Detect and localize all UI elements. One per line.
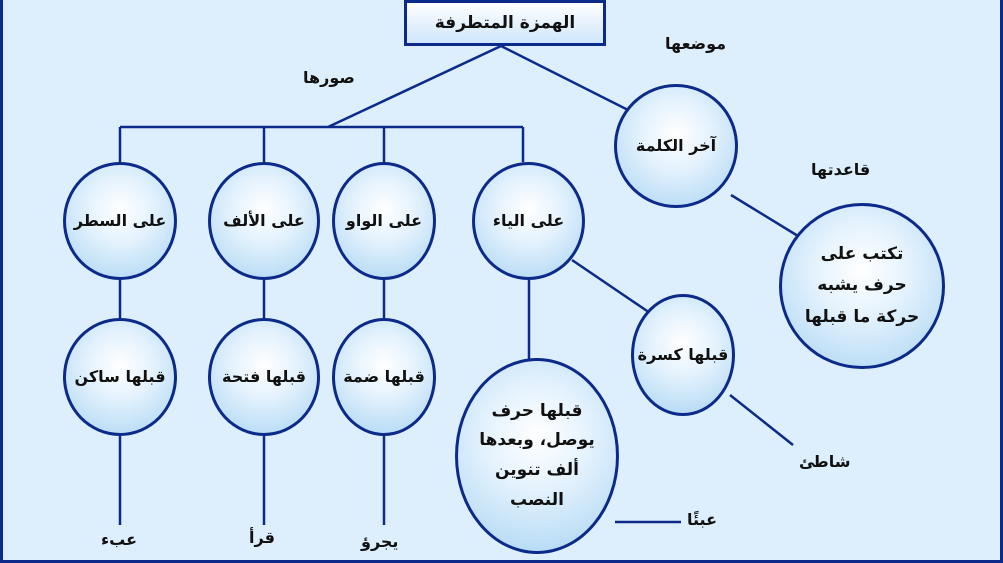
example-abian: عبئًا [687, 510, 717, 529]
connector-title-forms [327, 44, 502, 129]
node-on-waw: على الواو [332, 162, 436, 280]
forms-label: صورها [303, 68, 355, 87]
node-on-line-text: على السطر [73, 211, 167, 231]
node-before-damma-text: قبلها ضمة [343, 367, 425, 387]
connector-wordend-rule [730, 193, 799, 238]
node-before-sukun: قبلها ساكن [63, 318, 177, 436]
node-on-ya-text: على الياء [492, 211, 565, 231]
node-before-fatha-text: قبلها فتحة [222, 367, 306, 387]
node-rule-line-1: تكتب على [820, 243, 904, 264]
node-word-end-text: آخر الكلمة [635, 136, 717, 156]
title-text: الهمزة المتطرفة [434, 13, 576, 33]
node-before-connecting-line-1: قبلها حرف [491, 400, 583, 421]
node-on-alif: على الألف [208, 162, 320, 280]
node-before-connecting-line-2: يوصل، وبعدها [479, 430, 595, 451]
node-before-connecting: قبلها حرف يوصل، وبعدها ألف تنوين النصب [455, 358, 619, 554]
node-before-kasra-text: قبلها كسرة [637, 345, 729, 365]
example-ibe: عبء [101, 530, 138, 549]
node-rule-line-2: حرف يشبه [817, 275, 907, 296]
connector-title-position [500, 44, 639, 117]
node-before-damma: قبلها ضمة [332, 318, 436, 436]
connector-lines [118, 44, 799, 525]
node-before-sukun-text: قبلها ساكن [74, 367, 166, 387]
connector-ya-kasra [571, 258, 654, 317]
node-word-end: آخر الكلمة [614, 84, 738, 208]
example-shati: شاطئ [799, 452, 851, 471]
node-rule: تكتب على حرف يشبه حركة ما قبلها [779, 203, 945, 369]
position-label: موضعها [665, 34, 726, 53]
node-before-fatha: قبلها فتحة [208, 318, 320, 436]
node-rule-line-3: حركة ما قبلها [804, 306, 920, 327]
node-on-line: على السطر [63, 162, 177, 280]
example-yajru: يجرؤ [361, 532, 399, 551]
node-on-waw-text: على الواو [345, 211, 423, 231]
node-before-connecting-line-3: ألف تنوين [494, 460, 580, 480]
node-before-connecting-line-4: النصب [510, 489, 564, 510]
node-before-kasra: قبلها كسرة [631, 294, 735, 416]
example-qara: قرأ [249, 528, 275, 547]
title-box: الهمزة المتطرفة [404, 0, 606, 46]
node-on-alif-text: على الألف [223, 211, 305, 231]
connector-kasra-example [729, 394, 794, 446]
rule-label: قاعدتها [811, 160, 871, 179]
node-on-ya: على الياء [472, 162, 585, 280]
